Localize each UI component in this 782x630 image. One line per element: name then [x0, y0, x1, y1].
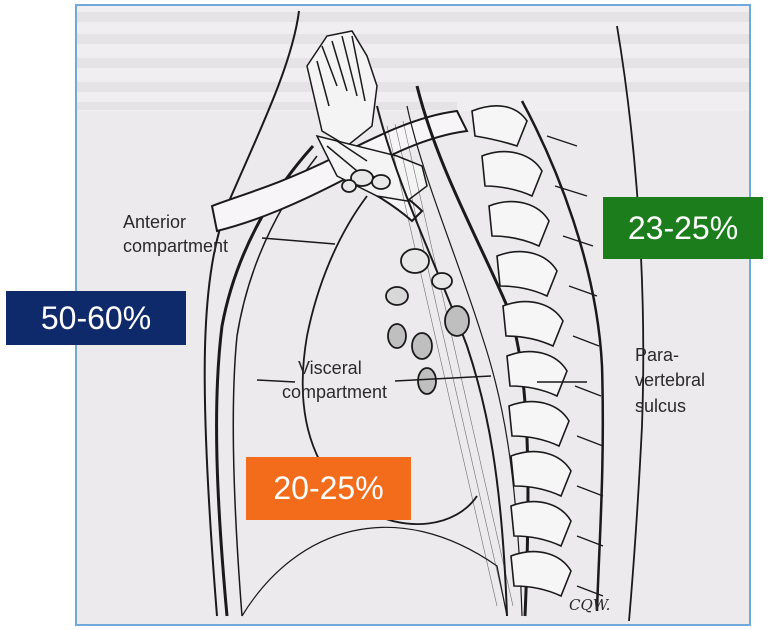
heart-outline: [242, 196, 507, 616]
label-para-line1: Para-: [635, 344, 679, 366]
label-anterior-line2: compartment: [123, 235, 228, 257]
artist-signature: CQW.: [569, 594, 610, 616]
anterior-percentage-badge: 50-60%: [6, 291, 186, 345]
label-visceral-line2: compartment: [282, 381, 387, 403]
label-visceral-line1: Visceral: [298, 357, 362, 379]
paravertebral-percentage-badge: 23-25%: [603, 197, 763, 259]
visceral-percentage-badge: 20-25%: [246, 457, 411, 520]
label-para-line3: sulcus: [635, 395, 686, 417]
label-para-line2: vertebral: [635, 369, 705, 391]
label-anterior-line1: Anterior: [123, 211, 186, 233]
